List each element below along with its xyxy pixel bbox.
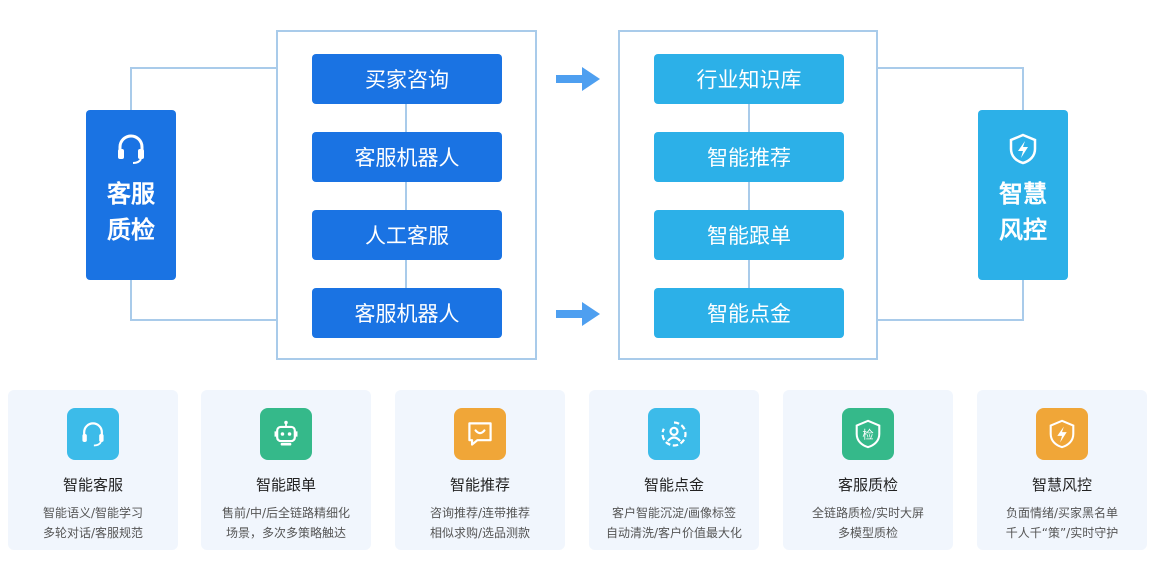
flow-item-label: 智能推荐 [707,146,791,170]
connector-line [1022,279,1024,321]
feature-desc-line: 智能语义/智能学习 [42,506,144,520]
connector-line [876,319,1024,321]
feature-title: 智能点金 [643,476,704,494]
connector-line [130,279,132,321]
feature-desc-line: 售前/中/后全链路精细化 [221,506,351,520]
feature-desc-line: 多模型质检 [837,526,898,540]
feature-smart-follow: 智能跟单 售前/中/后全链路精细化场景，多次多策略触达 [201,390,371,550]
feature-desc: 售前/中/后全链路精细化场景，多次多策略触达 [222,503,350,543]
chat-icon [454,408,506,460]
arrow-right-icon [556,302,600,326]
card-title: 智慧 风控 [999,180,1047,244]
feature-desc: 负面情绪/买家黑名单千人千“策”/实时守护 [1006,503,1118,543]
shield-badge-text: 检 [862,428,873,442]
feature-desc: 咨询推荐/连带推荐相似求购/选品测款 [430,503,530,543]
feature-desc-line: 多轮对话/客服规范 [42,526,144,540]
feature-desc-line: 全链路质检/实时大屏 [811,506,925,520]
feature-title: 智能推荐 [449,476,510,494]
feature-desc-line: 千人千“策”/实时守护 [1005,526,1119,540]
feature-desc: 客户智能沉淀/画像标签自动清洗/客户价值最大化 [606,503,742,543]
panel-vertical-line [405,100,407,290]
feature-desc-line: 自动清洗/客户价值最大化 [605,526,743,540]
user-circle-icon [648,408,700,460]
panel-vertical-line [748,100,750,290]
feature-smart-risk: 智慧风控 负面情绪/买家黑名单千人千“策”/实时守护 [977,390,1147,550]
flow-item-smart-gold: 智能点金 [654,288,844,338]
flow-item-buyer-inquiry: 买家咨询 [312,54,502,104]
feature-service-qc: 检 客服质检 全链路质检/实时大屏多模型质检 [783,390,953,550]
connector-line [130,319,276,321]
arrow-right-icon [556,67,600,91]
feature-title: 智能客服 [62,476,123,494]
flow-item-label: 行业知识库 [696,68,802,92]
feature-desc-line: 咨询推荐/连带推荐 [429,506,531,520]
feature-smart-service: 智能客服 智能语义/智能学习多轮对话/客服规范 [8,390,178,550]
flow-item-service-robot: 客服机器人 [312,132,502,182]
shield-bolt-icon [1009,133,1037,165]
feature-smart-gold: 智能点金 客户智能沉淀/画像标签自动清洗/客户价值最大化 [589,390,759,550]
customer-service-qc-card: 客服 质检 [86,110,176,280]
smart-risk-control-card: 智慧 风控 [978,110,1068,280]
card-title: 客服 质检 [107,180,155,244]
flow-item-smart-follow: 智能跟单 [654,210,844,260]
headset-icon [67,408,119,460]
feature-smart-recommend: 智能推荐 咨询推荐/连带推荐相似求购/选品测款 [395,390,565,550]
connector-line [876,67,1024,69]
flow-item-label: 客服机器人 [354,302,460,326]
feature-desc: 智能语义/智能学习多轮对话/客服规范 [43,503,143,543]
feature-desc-line: 场景，多次多策略触达 [225,526,346,540]
shield-bolt-icon [1036,408,1088,460]
robot-icon [260,408,312,460]
feature-desc-line: 客户智能沉淀/画像标签 [611,506,737,520]
shield-check-icon: 检 [842,408,894,460]
flow-item-label: 买家咨询 [365,68,449,92]
flow-item-label: 智能跟单 [707,224,791,248]
flow-item-human-service: 人工客服 [312,210,502,260]
connector-line [130,67,276,69]
headset-icon [118,134,144,164]
feature-title: 智能跟单 [255,476,316,494]
feature-desc: 全链路质检/实时大屏多模型质检 [812,503,924,543]
flow-item-smart-recommend: 智能推荐 [654,132,844,182]
flow-item-service-robot-2: 客服机器人 [312,288,502,338]
feature-title: 客服质检 [837,476,898,494]
feature-desc-line: 负面情绪/买家黑名单 [1005,506,1119,520]
connector-line [1022,67,1024,111]
connector-line [130,67,132,111]
flow-item-label: 人工客服 [365,224,449,248]
flow-item-label: 智能点金 [707,302,791,326]
feature-title: 智慧风控 [1031,476,1092,494]
flow-item-knowledge-base: 行业知识库 [654,54,844,104]
flow-item-label: 客服机器人 [354,146,460,170]
feature-desc-line: 相似求购/选品测款 [429,526,531,540]
